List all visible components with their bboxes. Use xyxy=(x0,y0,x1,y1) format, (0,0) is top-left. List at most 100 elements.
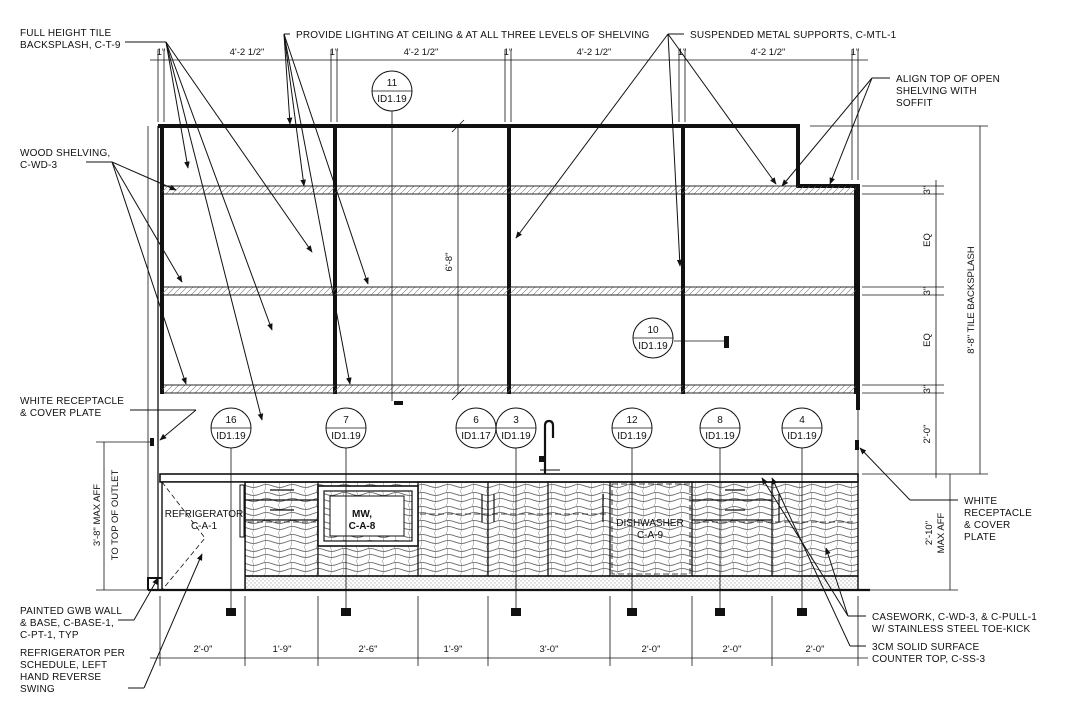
detail-tag: 6 ID1.17 xyxy=(455,407,497,449)
tag-number: 10 xyxy=(647,325,659,336)
casework xyxy=(147,481,870,592)
dim-tile-backsplash: 8'-8" TILE BACKSPLASH xyxy=(966,246,977,354)
note-countertop-1: 3CM SOLID SURFACE xyxy=(872,642,979,653)
note-refrigerator-2: SCHEDULE, LEFT xyxy=(20,660,107,671)
note-receptacle-left-2: & COVER PLATE xyxy=(20,408,101,419)
note-align-top-3: SOFFIT xyxy=(896,98,933,109)
note-casework-2: W/ STAINLESS STEEL TOE-KICK xyxy=(872,624,1031,635)
note-receptacle-left-1: WHITE RECEPTACLE xyxy=(20,396,124,407)
dim-top-1: 4'-2 1/2" xyxy=(230,47,265,58)
tag-number: 6 xyxy=(473,415,479,426)
dim-bottom-6: 2'-0" xyxy=(723,644,742,655)
dim-bottom-1: 1'-9" xyxy=(273,644,292,655)
note-wood-shelving-1: WOOD SHELVING, xyxy=(20,148,110,159)
note-painted-wall-1: PAINTED GWB WALL xyxy=(20,606,122,617)
outlet-marks xyxy=(150,336,859,450)
refrigerator-label-2: C-A-1 xyxy=(191,521,218,532)
note-receptacle-right-4: PLATE xyxy=(964,532,996,543)
tag-ref: ID1.19 xyxy=(501,431,531,442)
dim-bottom-5: 2'-0" xyxy=(642,644,661,655)
dim-bottom-7: 2'-0" xyxy=(806,644,825,655)
dim-top-6: 1" xyxy=(678,47,687,58)
dim-counter-max: MAX AFF xyxy=(936,512,947,553)
detail-tag: 12 ID1.19 xyxy=(611,407,653,616)
appliance-labels: REFRIGERATOR C-A-1 MW, C-A-8 DISHWASHER … xyxy=(165,509,684,541)
tag-ref: ID1.17 xyxy=(461,431,491,442)
detail-tags: 11 ID1.19 10 ID1.19 16 ID1.19 7 ID1.19 xyxy=(210,70,823,616)
annotation-notes: FULL HEIGHT TILE BACKSPLASH, C-T-9 PROVI… xyxy=(20,28,1037,695)
tag-ref: ID1.19 xyxy=(377,94,407,105)
dim-right-1: 3" xyxy=(922,186,933,195)
detail-tag: 10 ID1.19 xyxy=(632,317,674,359)
dim-top-7: 4'-2 1/2" xyxy=(751,47,786,58)
dim-outlet-height: 3'-8" MAX AFF xyxy=(92,484,103,546)
note-receptacle-right-2: RECEPTACLE xyxy=(964,508,1032,519)
dim-top-2: 1" xyxy=(330,47,339,58)
note-align-top-2: SHELVING WITH xyxy=(896,86,977,97)
top-dimension-string: 1" 4'-2 1/2" 1" 4'-2 1/2" 1" 4'-2 1/2" 1… xyxy=(150,47,868,180)
dim-top-8: 1" xyxy=(851,47,860,58)
dim-outlet-note: TO TOP OF OUTLET xyxy=(110,469,121,560)
microwave-label-1: MW, xyxy=(352,509,372,520)
tag-number: 3 xyxy=(513,415,519,426)
note-receptacle-right-1: WHITE xyxy=(964,496,997,507)
tag-number: 4 xyxy=(799,415,805,426)
tag-ref: ID1.19 xyxy=(617,431,647,442)
tag-number: 16 xyxy=(225,415,237,426)
tag-ref: ID1.19 xyxy=(787,431,817,442)
note-painted-wall-3: C-PT-1, TYP xyxy=(20,630,79,641)
detail-tag: 3 ID1.19 xyxy=(495,407,537,616)
dishwasher-label-2: C-A-9 xyxy=(637,530,664,541)
tag-number: 8 xyxy=(717,415,723,426)
dim-top-5: 4'-2 1/2" xyxy=(577,47,612,58)
dim-interior: 6'-8" xyxy=(444,253,455,272)
note-countertop-2: COUNTER TOP, C-SS-3 xyxy=(872,654,986,665)
note-painted-wall-2: & BASE, C-BASE-1, xyxy=(20,618,114,629)
note-backsplash-2: BACKSPLASH, C-T-9 xyxy=(20,40,121,51)
note-align-top-1: ALIGN TOP OF OPEN xyxy=(896,74,1000,85)
dim-bottom-0: 2'-0" xyxy=(194,644,213,655)
tag-ref: ID1.19 xyxy=(638,341,668,352)
dishwasher-label-1: DISHWASHER xyxy=(616,518,683,529)
detail-tag: 11 ID1.19 xyxy=(371,70,413,401)
dim-right-6: 2'-0" xyxy=(922,425,933,444)
note-receptacle-right-3: & COVER xyxy=(964,520,1010,531)
left-dimension-string: 3'-8" MAX AFF TO TOP OF OUTLET xyxy=(92,441,150,591)
detail-tag: 4 ID1.19 xyxy=(781,407,823,616)
tag-ref: ID1.19 xyxy=(216,431,246,442)
dim-top-0: 1" xyxy=(157,47,166,58)
note-casework-1: CASEWORK, C-WD-3, & C-PULL-1 xyxy=(872,612,1037,623)
detail-tag: 8 ID1.19 xyxy=(699,407,741,616)
right-dimension-string: 3" EQ 3" EQ 3" 2'-0" 8'-8" TILE BACKSPLA… xyxy=(810,125,988,591)
tag-number: 11 xyxy=(387,78,398,89)
interior-dimension: 6'-8" xyxy=(444,119,465,401)
wood-shelves xyxy=(161,185,857,394)
dim-counter-height: 2'-10" xyxy=(924,521,935,545)
refrigerator-label-1: REFRIGERATOR xyxy=(165,509,244,520)
tag-number: 7 xyxy=(343,415,349,426)
note-backsplash-1: FULL HEIGHT TILE xyxy=(20,28,112,39)
note-refrigerator-4: SWING xyxy=(20,684,55,695)
dim-top-3: 4'-2 1/2" xyxy=(404,47,439,58)
tag-number: 12 xyxy=(626,415,638,426)
note-wood-shelving-2: C-WD-3 xyxy=(20,160,58,171)
dim-bottom-4: 3'-0" xyxy=(540,644,559,655)
note-refrigerator-3: HAND REVERSE xyxy=(20,672,101,683)
note-refrigerator-1: REFRIGERATOR PER xyxy=(20,648,125,659)
note-supports: SUSPENDED METAL SUPPORTS, C-MTL-1 xyxy=(690,30,897,41)
countertop xyxy=(159,473,859,483)
note-lighting: PROVIDE LIGHTING AT CEILING & AT ALL THR… xyxy=(296,30,650,41)
dim-bottom-3: 1'-9" xyxy=(444,644,463,655)
tag-ref: ID1.19 xyxy=(705,431,735,442)
microwave-label-2: C-A-8 xyxy=(349,521,376,532)
dim-right-5: 3" xyxy=(922,385,933,394)
dim-right-2: EQ xyxy=(922,233,933,247)
tag-ref: ID1.19 xyxy=(331,431,361,442)
detail-tag: 7 ID1.19 xyxy=(325,407,367,616)
dim-right-3: 3" xyxy=(922,287,933,296)
dim-right-4: EQ xyxy=(922,333,933,347)
detail-tag: 16 ID1.19 xyxy=(210,407,252,616)
dim-top-4: 1" xyxy=(504,47,513,58)
bottom-dimension-string: 2'-0" 1'-9" 2'-6" 1'-9" 3'-0" 2'-0" 2'-0… xyxy=(150,596,868,666)
